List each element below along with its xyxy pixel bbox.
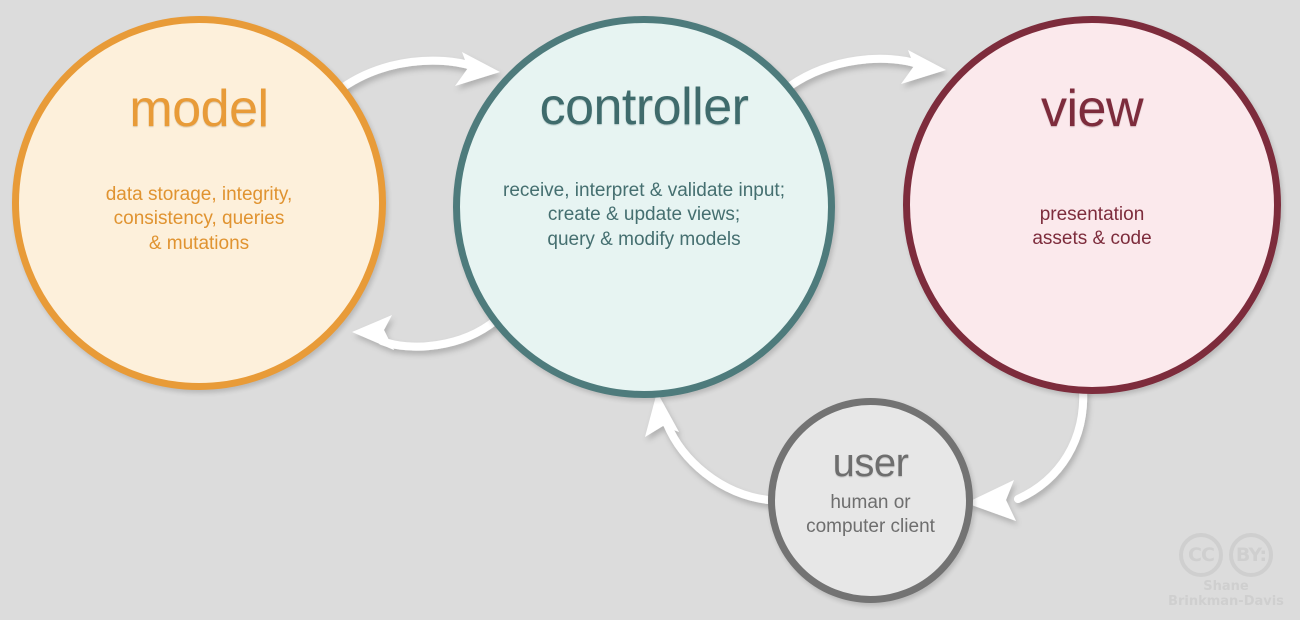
arrow-view-to-user [966,384,1088,521]
license-author: Shane Brinkman-Davis [1168,579,1284,610]
cc-marks: CC BY: [1179,533,1273,578]
node-view-title: view [1040,80,1144,138]
arrow-model-to-controller [338,52,500,92]
creative-commons-icon: CC [1179,533,1223,578]
node-controller-description: receive, interpret & validate input; cre… [503,180,785,250]
license-badge[interactable]: CC BY: Shane Brinkman-Davis [1166,533,1286,610]
node-controller-title: controller [539,78,749,136]
arrow-controller-to-model [352,315,500,351]
node-view[interactable]: view presentation assets & code [903,16,1281,394]
node-user-description: human or computer client [806,492,935,538]
node-view-description: presentation assets & code [1032,204,1152,250]
node-model[interactable]: model data storage, integrity, consisten… [12,16,386,390]
node-controller[interactable]: controller receive, interpret & validate… [453,16,835,398]
attribution-by-icon: BY: [1229,533,1273,578]
node-model-description: data storage, integrity, consistency, qu… [105,184,293,254]
arrow-controller-to-view [786,50,946,90]
node-model-title: model [129,80,269,138]
node-user-title: user [832,441,909,485]
arrow-user-to-controller [645,392,772,504]
node-user[interactable]: user human or computer client [768,398,973,603]
